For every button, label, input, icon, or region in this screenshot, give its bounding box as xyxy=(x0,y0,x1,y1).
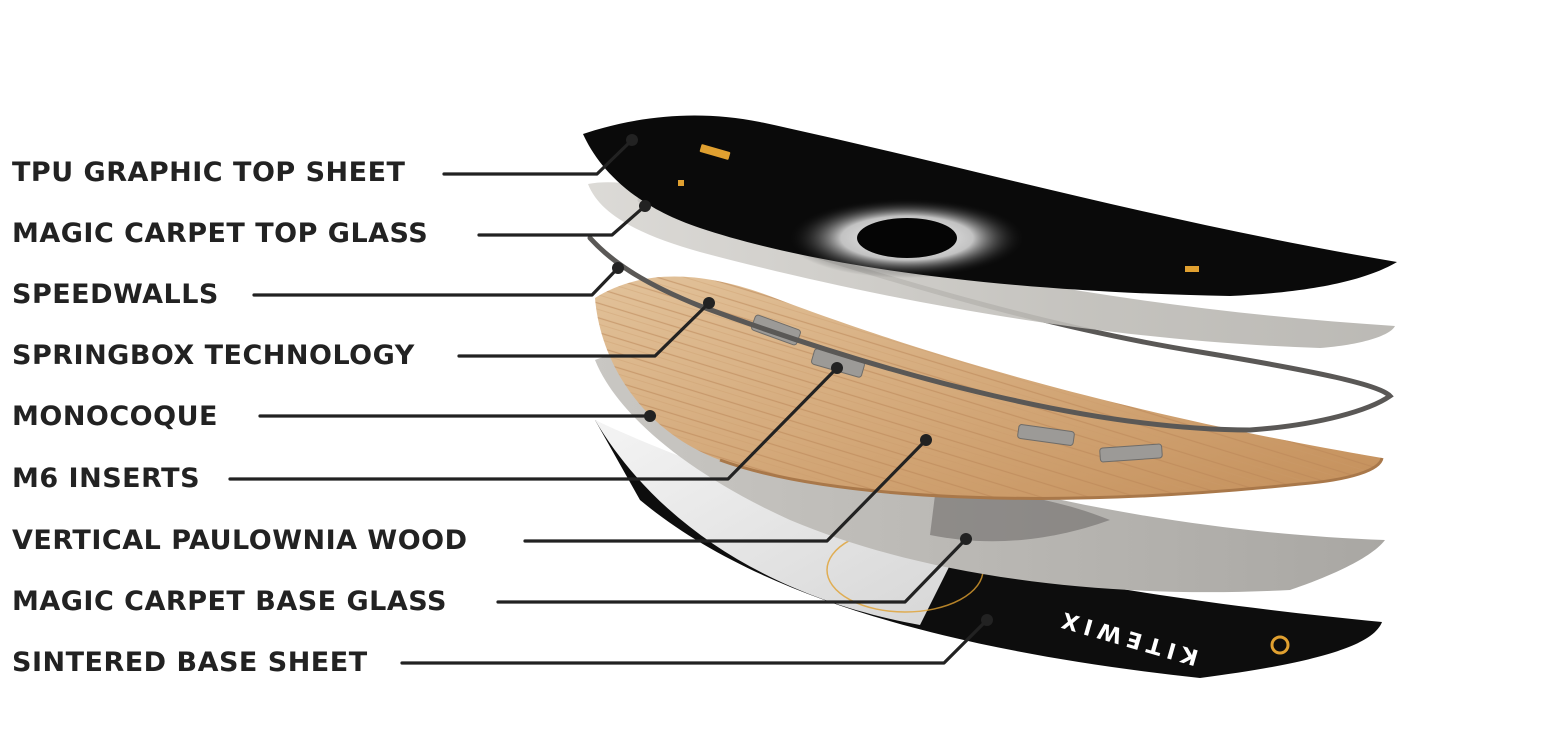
label-magic-carpet-top-glass: MAGIC CARPET TOP GLASS xyxy=(12,218,428,249)
leader-dot-sintered-base-sheet xyxy=(981,614,993,626)
label-vertical-paulownia-wood: VERTICAL PAULOWNIA WOOD xyxy=(12,525,468,556)
leader-dot-tpu-graphic-top-sheet xyxy=(626,134,638,146)
leader-dot-springbox-technology xyxy=(703,297,715,309)
monocoque-shadow xyxy=(930,491,1110,542)
label-sintered-base-sheet: SINTERED BASE SHEET xyxy=(12,647,368,678)
base-gold-mark xyxy=(1270,635,1290,655)
label-springbox-technology: SPRINGBOX TECHNOLOGY xyxy=(12,340,415,371)
wood-edge xyxy=(719,457,1384,500)
leader-magic-carpet-base-glass xyxy=(496,537,968,604)
label-tpu-graphic-top-sheet: TPU GRAPHIC TOP SHEET xyxy=(12,157,406,188)
layer-labels: TPU GRAPHIC TOP SHEET MAGIC CARPET TOP G… xyxy=(12,157,468,678)
label-monocoque: MONOCOQUE xyxy=(12,401,218,432)
layer-base-shell xyxy=(595,420,960,625)
leader-vertical-paulownia-wood xyxy=(523,438,928,543)
layer-sintered-base-sheet xyxy=(595,420,1382,678)
leader-dot-m6-inserts xyxy=(831,362,843,374)
label-speedwalls: SPEEDWALLS xyxy=(12,279,219,310)
label-m6-inserts: M6 INSERTS xyxy=(12,463,200,494)
insert-plate xyxy=(1099,443,1163,463)
leader-dot-magic-carpet-top-glass xyxy=(639,200,651,212)
insert-plate xyxy=(1017,424,1075,446)
leader-magic-carpet-top-glass xyxy=(477,204,647,237)
leader-dot-magic-carpet-base-glass xyxy=(960,533,972,545)
leader-dot-speedwalls xyxy=(612,262,624,274)
layer-monocoque xyxy=(595,356,1385,593)
board-layers: KITEWIX xyxy=(583,115,1397,678)
leader-lines xyxy=(228,134,993,665)
top-sheet-logo-disc xyxy=(857,218,957,258)
leader-tpu-graphic-top-sheet xyxy=(442,138,634,176)
leader-m6-inserts xyxy=(228,366,839,481)
label-magic-carpet-base-glass: MAGIC CARPET BASE GLASS xyxy=(12,586,447,617)
leader-springbox-technology xyxy=(457,301,711,358)
leader-dot-monocoque xyxy=(644,410,656,422)
leader-dot-vertical-paulownia-wood xyxy=(920,434,932,446)
top-sheet-gold-tail xyxy=(1185,266,1199,272)
top-sheet-gold-mark xyxy=(699,144,731,160)
layer-tpu-graphic-top-sheet xyxy=(583,115,1397,296)
leader-sintered-base-sheet xyxy=(400,618,989,665)
top-sheet-gold-dot xyxy=(678,180,684,186)
leader-speedwalls xyxy=(252,266,620,297)
